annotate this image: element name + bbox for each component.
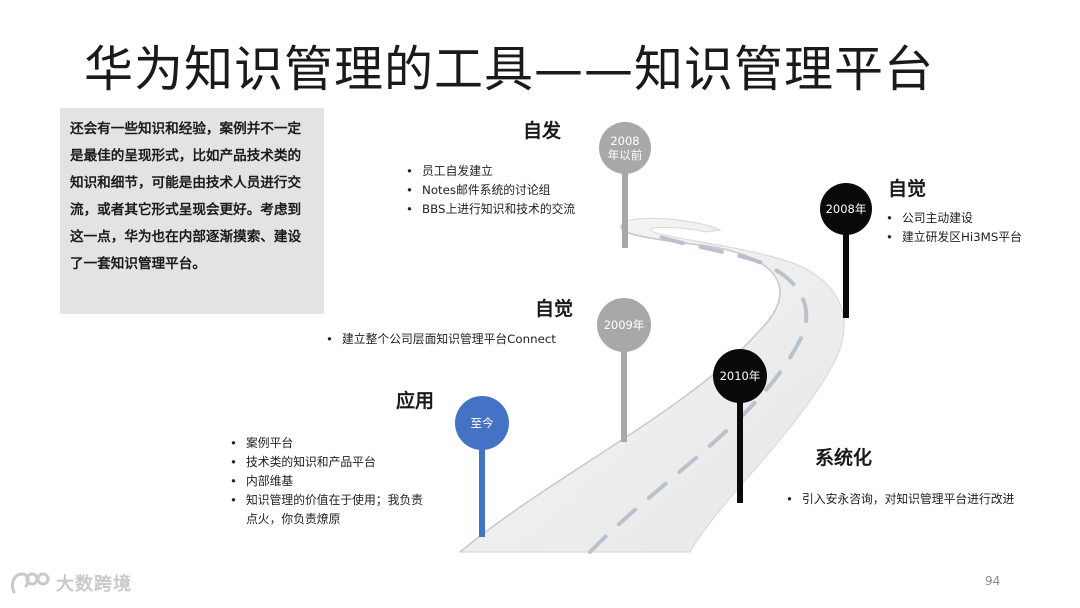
- watermark-logo: 大数跨境: [10, 570, 132, 596]
- pin-2009: 2009年: [597, 298, 651, 352]
- list-item: 引入安永咨询，对知识管理平台进行改进: [786, 490, 1014, 509]
- list-2008-before: 员工自发建立 Notes邮件系统的讨论组 BBS上进行知识和技术的交流: [406, 162, 575, 219]
- list-now: 案例平台 技术类的知识和产品平台 内部维基 知识管理的价值在于使用；我负责点火，…: [230, 434, 430, 529]
- list-2009: 建立整个公司层面知识管理平台Connect: [326, 330, 556, 349]
- intro-textbox: 还会有一些知识和经验，案例并不一定是最佳的呈现形式，比如产品技术类的知识和细节，…: [60, 108, 324, 314]
- pin-2010: 2010年: [713, 349, 767, 403]
- logo-icon: [10, 572, 50, 594]
- list-item: 建立整个公司层面知识管理平台Connect: [326, 330, 556, 349]
- list-item: 公司主动建设: [886, 209, 1022, 228]
- pin-line-2010: [737, 385, 743, 503]
- road-center-line: [588, 230, 809, 554]
- page-title: 华为知识管理的工具——知识管理平台: [84, 41, 935, 98]
- logo-text: 大数跨境: [56, 574, 132, 595]
- pin-line-2008: [843, 215, 849, 318]
- list-2010: 引入安永咨询，对知识管理平台进行改进: [786, 490, 1014, 509]
- list-item: 员工自发建立: [406, 162, 575, 181]
- list-item: 内部维基: [230, 472, 430, 491]
- heading-spontaneous: 自发: [523, 120, 562, 142]
- road-edge: [459, 221, 781, 553]
- pin-now: 至今: [455, 396, 509, 450]
- page-number: 94: [985, 574, 1001, 588]
- list-item: BBS上进行知识和技术的交流: [406, 200, 575, 219]
- pin-line-now: [479, 440, 485, 537]
- list-item: 案例平台: [230, 434, 430, 453]
- list-item: 建立研发区Hi3MS平台: [886, 228, 1022, 247]
- pin-2008-before: 2008 年以前: [599, 122, 651, 174]
- pin-2008: 2008年: [820, 183, 872, 235]
- pin-line-2009: [621, 335, 627, 442]
- list-item: Notes邮件系统的讨论组: [406, 181, 575, 200]
- heading-conscious-2008: 自觉: [888, 178, 927, 200]
- list-item: 知识管理的价值在于使用；我负责点火，你负责燎原: [230, 491, 430, 529]
- pin-line-2008-before: [622, 160, 628, 248]
- heading-conscious-2009: 自觉: [535, 298, 574, 320]
- list-2008: 公司主动建设 建立研发区Hi3MS平台: [886, 209, 1022, 247]
- heading-application: 应用: [396, 390, 435, 412]
- heading-systematization: 系统化: [815, 447, 873, 469]
- list-item: 技术类的知识和产品平台: [230, 453, 430, 472]
